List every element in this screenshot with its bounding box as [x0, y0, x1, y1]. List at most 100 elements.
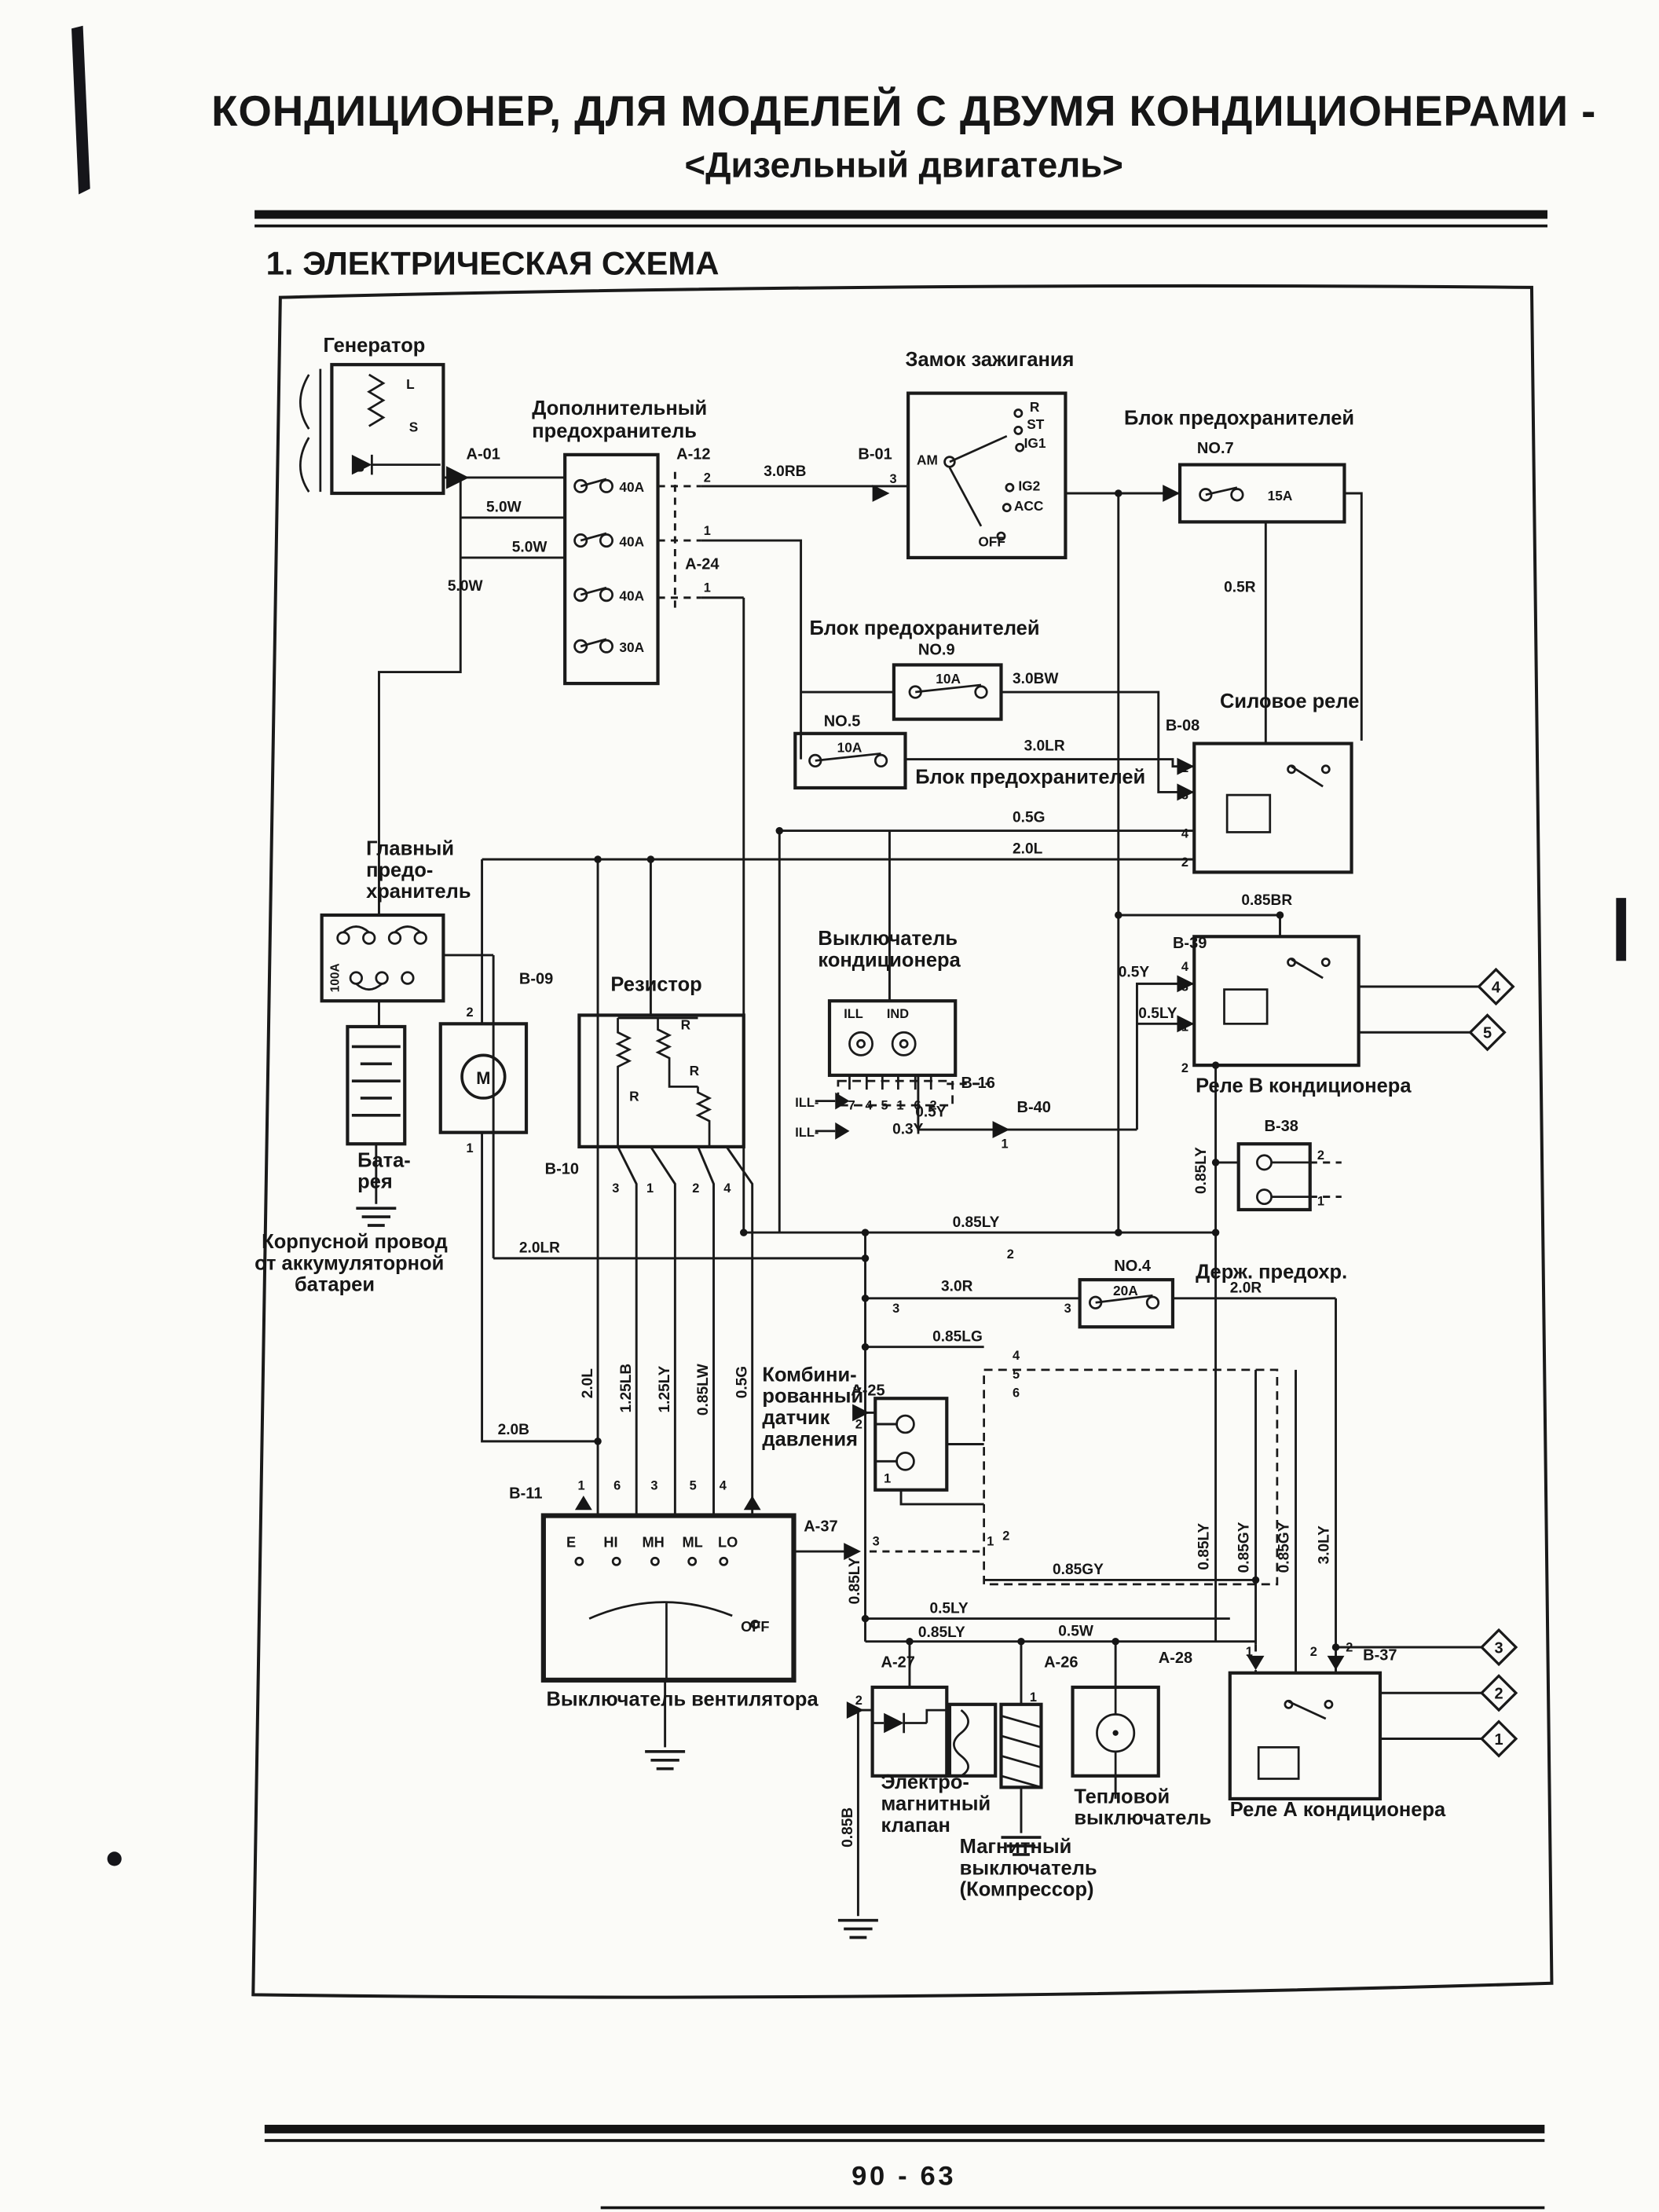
pin-number: 1	[1030, 1690, 1037, 1705]
resistor-label: Резистор	[610, 973, 701, 995]
pin-number: 1	[987, 1535, 994, 1549]
connector-b16: B-16	[961, 1075, 995, 1092]
arrow-a37	[844, 1543, 862, 1560]
thermal-switch-label-1: Тепловой	[1074, 1785, 1170, 1807]
wire-label: 0.85LY	[953, 1214, 1000, 1231]
fuse-rating: 10A	[837, 739, 862, 755]
relay-b-box	[1192, 935, 1361, 1068]
body-wire-label-2: от аккумуляторной	[255, 1252, 444, 1274]
pin-number: 6	[1013, 1386, 1020, 1400]
motor-letter: M	[476, 1068, 490, 1088]
edge-connector-2	[1479, 1674, 1518, 1712]
pin-number: 4	[1181, 827, 1189, 841]
fan-switch-box	[540, 1513, 797, 1683]
connector-arrows	[446, 466, 1345, 1719]
main-fuse-label-3: хранитель	[366, 881, 471, 903]
wire-label: 0.85GY	[1053, 1562, 1104, 1578]
fuse-block-elements	[808, 486, 1244, 1309]
pin-number: 2	[855, 1694, 862, 1708]
pin-number: 2	[704, 471, 711, 485]
ac-switch-label-2: кондиционера	[818, 950, 961, 972]
diagram-border	[251, 284, 1554, 1999]
aux-fuse-label-1: Дополнительный	[532, 397, 707, 419]
arrow-a01	[446, 466, 470, 489]
generator-terminal: S	[409, 419, 419, 435]
generator-bracket	[299, 368, 322, 493]
ignition-terminal: R	[1030, 399, 1040, 415]
ac-switch-terminal: ILL-	[795, 1096, 819, 1110]
power-relay-box	[1192, 742, 1353, 874]
fan-position: MH	[642, 1535, 664, 1551]
edge-connector-5	[1468, 1013, 1507, 1052]
pin-number: 1	[704, 581, 711, 595]
fuse-rating: 100A	[329, 963, 342, 992]
battery-label-2: рея	[357, 1171, 393, 1193]
arrow-ill-2	[835, 1122, 850, 1140]
pin-number: 2	[929, 1099, 936, 1113]
power-relay-label: Силовое реле	[1220, 690, 1359, 712]
fuse-block7-box	[1177, 463, 1346, 524]
body-wire-label-1: Корпусной провод	[262, 1231, 448, 1253]
wire-label: 0.85GY	[1276, 1522, 1292, 1573]
ground-compressor	[1001, 1836, 1042, 1856]
wire-label: 0.85B	[840, 1807, 856, 1848]
connector-a28: A-28	[1159, 1650, 1192, 1667]
page-title-line2: <Дизельный двигатель>	[685, 145, 1123, 185]
connector-a24: A-24	[685, 555, 720, 573]
pressure-sensor-label-3: датчик	[762, 1407, 830, 1429]
pin-number: 5	[1013, 1368, 1020, 1382]
aux-fuse-elements	[573, 478, 613, 654]
fuse-block5-box	[793, 731, 907, 790]
arrow-b11-right	[743, 1496, 761, 1511]
generator-diode	[351, 454, 372, 475]
pin-number: 1	[646, 1181, 654, 1196]
generator-terminal: L	[406, 376, 415, 392]
pressure-sensor-label-2: рованный	[762, 1386, 863, 1408]
pin-number: 4	[723, 1181, 731, 1196]
ignition-terminal: ACC	[1014, 498, 1043, 514]
generator-diode-bar	[371, 454, 441, 475]
wire-label: 5.0W	[448, 578, 484, 595]
magnetic-switch-label-1: Магнитный	[960, 1836, 1072, 1858]
pin-number: 7	[848, 1099, 855, 1113]
ac-switch-terminal: IND	[887, 1007, 909, 1021]
wire-label: 5.0W	[512, 540, 548, 556]
fuse-rating: 40A	[619, 479, 644, 495]
fan-position: LO	[718, 1535, 738, 1551]
connector-b09: B-09	[519, 970, 553, 987]
connector-b38-box	[1236, 1142, 1312, 1212]
wire-label: 0.5W	[1058, 1623, 1094, 1639]
generator-box	[330, 363, 445, 496]
ignition-terminal: AM	[917, 452, 938, 468]
diagram-labels: ГенераторДополнительныйпредохранительЗам…	[255, 335, 1503, 1901]
edge-connector-3-label: 3	[1495, 1639, 1503, 1657]
pin-number: 4	[866, 1099, 873, 1113]
ground-battery	[356, 1207, 397, 1227]
pin-number: 1	[578, 1479, 585, 1493]
pin-number: 2	[1317, 1148, 1324, 1163]
fan-switch-elements	[574, 1556, 760, 1680]
magnetic-switch-label-3: (Компрессор)	[960, 1879, 1094, 1901]
fuse-block5-label: Блок предохранителей	[915, 767, 1145, 789]
fuse-rating: 40A	[619, 533, 644, 549]
resistor-letter: R	[629, 1089, 639, 1104]
wire-label: 0.5G	[1013, 810, 1045, 826]
edge-connector-1	[1479, 1719, 1518, 1758]
harness-box	[983, 1368, 1279, 1586]
pin-number: 4	[1181, 960, 1189, 974]
thermal-switch-elements	[1096, 1686, 1136, 1776]
connector-b38-elements	[1256, 1154, 1310, 1206]
pin-number: 2	[467, 1005, 474, 1020]
scan-artifacts	[71, 25, 1627, 1866]
wiring-solid	[375, 476, 1482, 1917]
relay-a-label: Реле А кондиционера	[1230, 1799, 1446, 1821]
pin-number: 2	[855, 1417, 862, 1431]
ground-fan-switch	[645, 1750, 686, 1771]
arrow-b37-2	[1327, 1655, 1345, 1671]
solenoid-valve-box	[870, 1685, 949, 1778]
wire-label: 0.85BR	[1241, 892, 1292, 909]
connector-b10: B-10	[545, 1160, 579, 1177]
wire-label: 3.0BW	[1013, 671, 1059, 687]
ignition-terminal: IG1	[1024, 435, 1046, 451]
edge-connector-5-label: 5	[1483, 1025, 1492, 1042]
